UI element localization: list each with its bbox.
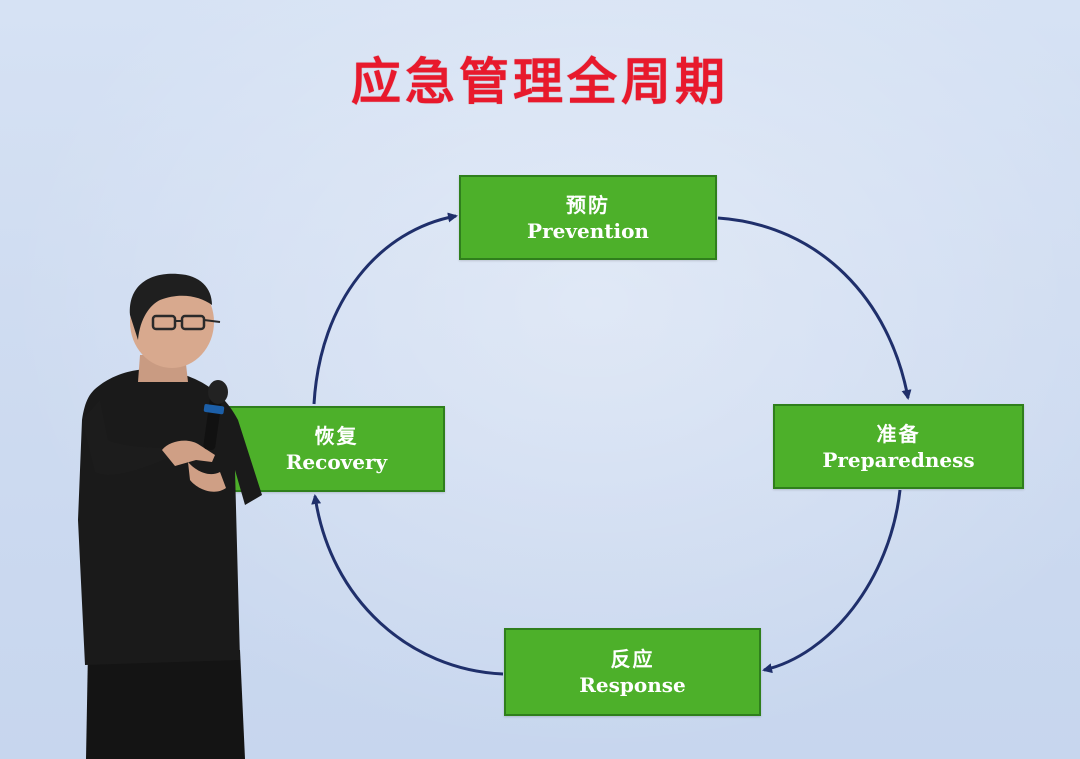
stage-label-en: Preparedness xyxy=(822,447,975,472)
stage-label-cn: 恢复 xyxy=(314,424,359,448)
stage-box-preparedness: 准备 Preparedness xyxy=(773,404,1024,489)
stage-box-recovery: 恢复 Recovery xyxy=(228,406,445,492)
arrow-prevention-to-preparedness xyxy=(717,216,912,400)
stage-box-response: 反应 Response xyxy=(504,628,761,716)
stage-label-en: Response xyxy=(579,673,686,697)
stage-box-prevention: 预防 Prevention xyxy=(459,175,717,260)
stage-label-cn: 反应 xyxy=(610,647,655,671)
arrow-recovery-to-prevention xyxy=(312,212,458,405)
stage-label-en: Recovery xyxy=(285,450,388,474)
stage-label-cn: 预防 xyxy=(566,192,610,217)
stage-label-en: Prevention xyxy=(527,218,649,243)
arrow-response-to-recovery xyxy=(311,494,504,676)
slide-title: 应急管理全周期 xyxy=(351,52,729,111)
arrow-preparedness-to-response xyxy=(762,489,902,674)
stage-label-cn: 准备 xyxy=(876,421,921,446)
